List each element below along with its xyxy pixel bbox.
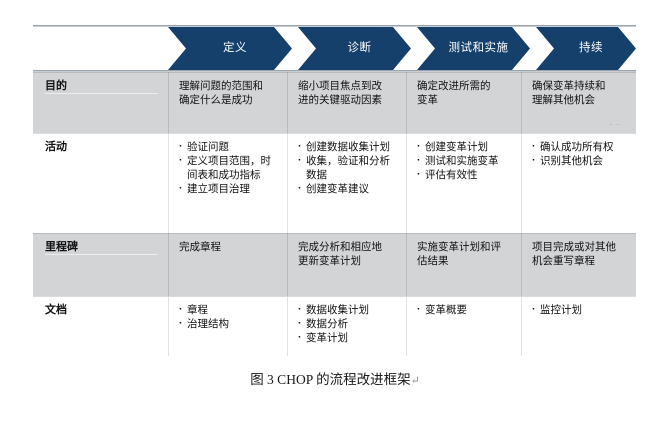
cell-activity-diagnose: 创建数据收集计划 收集，验证和分析 数据 创建变革建议 bbox=[287, 133, 406, 233]
cell-text: 确保变革持续和 理解其他机会 bbox=[532, 80, 606, 106]
cell-document-sustain: 监控计划 bbox=[521, 296, 636, 356]
list-item: 收集，验证和分析 数据 bbox=[298, 153, 398, 182]
cell-text: 完成分析和相应地 更新变革计划 bbox=[298, 241, 382, 267]
list-item: 识别其他机会 bbox=[532, 153, 628, 168]
cell-milestone-sustain: 项目完成或对其他 机会重写章程 bbox=[521, 233, 636, 296]
cell-milestone-diagnose: 完成分析和相应地 更新变革计划 bbox=[287, 233, 406, 296]
row-label-purpose: 目的 bbox=[33, 72, 168, 133]
phase-label-test: 测试和实施 bbox=[448, 42, 509, 54]
list-item: 评估有效性 bbox=[417, 167, 513, 182]
phase-label-define: 定义 bbox=[223, 42, 247, 54]
row-label-activity: 活动 bbox=[45, 141, 67, 153]
list-item: 建立项目治理 bbox=[179, 181, 279, 196]
phase-chevron-diagnose[interactable]: 诊断 bbox=[298, 27, 411, 70]
cell-purpose-sustain: 确保变革持续和 理解其他机会 . . bbox=[521, 72, 636, 133]
list-item: 测试和实施变革 bbox=[417, 153, 513, 168]
phase-chevron-test[interactable]: 测试和实施 bbox=[417, 27, 530, 70]
cell-purpose-define: 理解问题的范围和 确定什么是成功 bbox=[168, 72, 287, 133]
cell-purpose-diagnose: 缩小项目焦点到改 进的关键驱动因素 bbox=[287, 72, 406, 133]
cell-activity-sustain: 确认成功所有权 识别其他机会 bbox=[521, 133, 636, 233]
cell-text: 项目完成或对其他 机会重写章程 bbox=[532, 241, 616, 267]
phase-label-sustain: 持续 bbox=[579, 42, 603, 54]
bullet-list: 创建数据收集计划 收集，验证和分析 数据 创建变革建议 bbox=[298, 139, 398, 196]
figure-caption: 图 3 CHOP 的流程改进框架↵ bbox=[0, 368, 670, 388]
phase-chevron-define[interactable]: 定义 bbox=[168, 27, 292, 70]
top-divider-rule bbox=[33, 25, 636, 27]
bullet-list: 变革概要 bbox=[417, 302, 513, 317]
cell-document-test: 变革概要 bbox=[406, 296, 521, 356]
cell-milestone-define: 完成章程 bbox=[168, 233, 287, 296]
cell-document-diagnose: 数据收集计划 数据分析 变革计划 bbox=[287, 296, 406, 356]
list-item: 创建变革计划 bbox=[417, 139, 513, 154]
paragraph-mark-icon: ↵ bbox=[410, 375, 420, 387]
list-item: 确认成功所有权 bbox=[532, 139, 628, 154]
matrix-row-purpose: 目的 理解问题的范围和 确定什么是成功 缩小项目焦点到改 进的关键驱动因素 确定… bbox=[33, 72, 636, 133]
figure-caption-text: 图 3 CHOP 的流程改进框架 bbox=[250, 372, 411, 387]
bullet-list: 创建变革计划 测试和实施变革 评估有效性 bbox=[417, 139, 513, 182]
list-item: 章程 bbox=[179, 302, 279, 317]
list-item: 验证问题 bbox=[179, 139, 279, 154]
list-item: 定义项目范围，时 间表和成功指标 bbox=[179, 153, 279, 182]
list-item: 变革概要 bbox=[417, 302, 513, 317]
row-label-milestone: 里程碑 bbox=[33, 233, 168, 296]
phase-label-diagnose: 诊断 bbox=[347, 42, 372, 54]
list-item: 创建变革建议 bbox=[298, 181, 398, 196]
cell-text: 理解问题的范围和 确定什么是成功 bbox=[179, 80, 263, 106]
cell-milestone-test: 实施变革计划和评 估结果 bbox=[406, 233, 521, 296]
row-label-document: 文档 bbox=[45, 304, 67, 316]
list-item: 创建数据收集计划 bbox=[298, 139, 398, 154]
bullet-list: 确认成功所有权 识别其他机会 bbox=[532, 139, 628, 168]
phase-chevron-sustain[interactable]: 持续 bbox=[536, 27, 636, 70]
matrix-row-activity: 活动 验证问题 定义项目范围，时 间表和成功指标 建立项目治理 创建数据收集计划… bbox=[33, 133, 636, 233]
matrix-row-document: 文档 章程 治理结构 数据收集计划 数据分析 变革计划 变革概要 bbox=[33, 296, 636, 356]
matrix-row-milestone: 里程碑 完成章程 完成分析和相应地 更新变革计划 实施变革计划和评 估结果 项目… bbox=[33, 233, 636, 296]
bullet-list: 章程 治理结构 bbox=[179, 302, 279, 331]
list-item: 治理结构 bbox=[179, 316, 279, 331]
cell-text: 确定改进所需的 变革 bbox=[417, 80, 491, 106]
cell-activity-test: 创建变革计划 测试和实施变革 评估有效性 bbox=[406, 133, 521, 233]
cell-purpose-sustain-note: . . bbox=[609, 117, 620, 127]
cell-document-define: 章程 治理结构 bbox=[168, 296, 287, 356]
cell-text: 实施变革计划和评 估结果 bbox=[417, 241, 501, 267]
bullet-list: 验证问题 定义项目范围，时 间表和成功指标 建立项目治理 bbox=[179, 139, 279, 196]
list-item: 数据收集计划 bbox=[298, 302, 398, 317]
list-item: 变革计划 bbox=[298, 330, 398, 345]
cell-purpose-test: 确定改进所需的 变革 bbox=[406, 72, 521, 133]
cell-text: 缩小项目焦点到改 进的关键驱动因素 bbox=[298, 80, 382, 106]
list-item: 监控计划 bbox=[532, 302, 628, 317]
cell-activity-define: 验证问题 定义项目范围，时 间表和成功指标 建立项目治理 bbox=[168, 133, 287, 233]
list-item: 数据分析 bbox=[298, 316, 398, 331]
bullet-list: 数据收集计划 数据分析 变革计划 bbox=[298, 302, 398, 345]
bullet-list: 监控计划 bbox=[532, 302, 628, 317]
phase-chevron-band: 定义 诊断 测试和实施 持续 bbox=[168, 27, 636, 70]
header-divider-rule bbox=[33, 70, 636, 72]
cell-text: 完成章程 bbox=[179, 241, 221, 253]
framework-matrix: 目的 理解问题的范围和 确定什么是成功 缩小项目焦点到改 进的关键驱动因素 确定… bbox=[33, 72, 636, 356]
